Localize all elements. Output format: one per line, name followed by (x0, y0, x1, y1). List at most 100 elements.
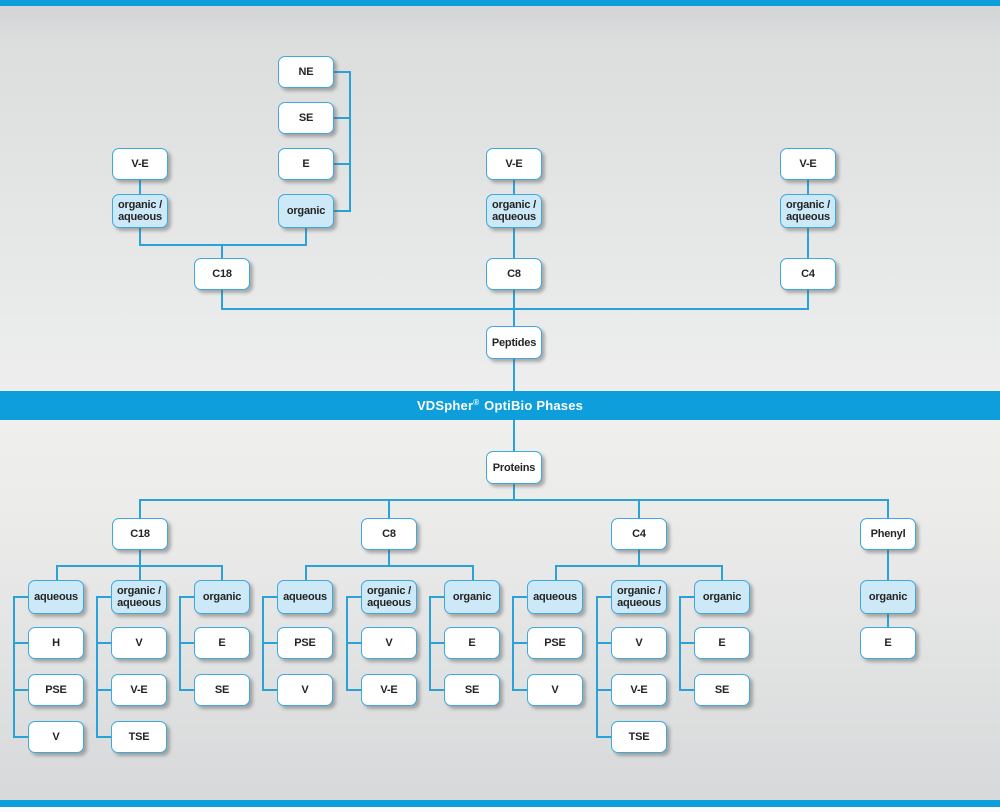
node-peptides: Peptides (486, 326, 542, 359)
node-proteins-c8-organic: organic (444, 580, 500, 614)
node-proteins-c18-orgaq: organic / aqueous (111, 580, 167, 614)
connector-line (96, 689, 112, 691)
connector-line (221, 567, 223, 580)
connector-line (807, 180, 809, 194)
connector-line (721, 567, 723, 580)
node-proteins-c8: C8 (361, 518, 417, 550)
connector-line (887, 614, 889, 627)
node-proteins-c4-org-e: E (694, 627, 750, 659)
node-proteins-c18-organic: organic (194, 580, 250, 614)
connector-line (596, 642, 612, 644)
connector-line (139, 550, 141, 565)
connector-line (388, 501, 390, 518)
connector-line (349, 71, 351, 212)
connector-line (96, 596, 112, 598)
connector-line (221, 246, 223, 258)
connector-line (638, 501, 640, 518)
node-peptides-ne: NE (278, 56, 334, 88)
connector-line (513, 420, 515, 451)
node-peptides-e: E (278, 148, 334, 180)
node-proteins-c8-oa-v: V (361, 627, 417, 659)
footer-strip (0, 807, 1000, 812)
node-peptides-c8-ve: V-E (486, 148, 542, 180)
node-proteins-c18: C18 (112, 518, 168, 550)
node-proteins-c4-org-se: SE (694, 674, 750, 706)
node-proteins-c4-orgaq: organic / aqueous (611, 580, 667, 614)
connector-line (56, 567, 58, 580)
connector-line (807, 290, 809, 308)
connector-line (139, 501, 141, 518)
connector-line (139, 499, 889, 501)
connector-line (388, 550, 390, 565)
connector-line (13, 596, 15, 738)
connector-line (555, 565, 723, 567)
connector-line (262, 642, 278, 644)
node-proteins-c4-oa-v: V (611, 627, 667, 659)
node-proteins-c8-org-e: E (444, 627, 500, 659)
node-peptides-c18: C18 (194, 258, 250, 290)
node-proteins-c18-oa-ve: V-E (111, 674, 167, 706)
banner-title: VDSpher® OptiBio Phases (416, 397, 584, 413)
connector-line (887, 501, 889, 518)
node-proteins-c18-oa-tse: TSE (111, 721, 167, 753)
bottom-border-bar (0, 800, 1000, 807)
node-proteins-c4-aq-v: V (527, 674, 583, 706)
connector-line (305, 565, 474, 567)
node-proteins-c18-aq-v: V (28, 721, 84, 753)
node-proteins-c4: C4 (611, 518, 667, 550)
connector-line (596, 736, 612, 738)
connector-line (139, 180, 141, 194)
connector-line (334, 117, 350, 119)
connector-line (305, 228, 307, 244)
node-proteins-c4-organic: organic (694, 580, 750, 614)
node-peptides-c4-orgaq: organic / aqueous (780, 194, 836, 228)
top-border-bar (0, 0, 1000, 6)
connector-line (96, 736, 112, 738)
connector-line (96, 596, 98, 738)
connector-line (429, 642, 445, 644)
connector-line (346, 596, 362, 598)
connector-line (346, 689, 362, 691)
node-proteins-phenyl-e: E (860, 627, 916, 659)
connector-line (887, 550, 889, 580)
node-peptides-c18-orgaq: organic / aqueous (112, 194, 168, 228)
connector-line (13, 642, 29, 644)
connector-line (334, 71, 350, 73)
connector-line (429, 596, 445, 598)
connector-line (513, 359, 515, 391)
connector-line (512, 596, 528, 598)
node-peptides-c4: C4 (780, 258, 836, 290)
node-peptides-c4-ve: V-E (780, 148, 836, 180)
connector-line (139, 567, 141, 580)
node-proteins-c4-oa-ve: V-E (611, 674, 667, 706)
connector-line (638, 550, 640, 565)
connector-line (596, 596, 612, 598)
connector-line (179, 642, 195, 644)
connector-line (472, 567, 474, 580)
node-proteins-c18-org-e: E (194, 627, 250, 659)
node-proteins-c18-org-se: SE (194, 674, 250, 706)
banner: VDSpher® OptiBio Phases (0, 391, 1000, 420)
connector-line (555, 567, 557, 580)
node-proteins-c4-oa-tse: TSE (611, 721, 667, 753)
connector-line (512, 689, 528, 691)
node-peptides-organic: organic (278, 194, 334, 228)
node-proteins-c18-aq-h: H (28, 627, 84, 659)
connector-line (513, 180, 515, 194)
connector-line (679, 642, 695, 644)
node-proteins-c18-aq-pse: PSE (28, 674, 84, 706)
connector-line (334, 163, 350, 165)
connector-line (221, 290, 223, 308)
connector-line (596, 689, 612, 691)
node-proteins-c4-aq-pse: PSE (527, 627, 583, 659)
connector-line (334, 210, 350, 212)
node-proteins-c18-oa-v: V (111, 627, 167, 659)
connector-line (346, 642, 362, 644)
connector-line (139, 228, 141, 246)
node-peptides-c18-ve: V-E (112, 148, 168, 180)
node-proteins-c4-aqueous: aqueous (527, 580, 583, 614)
registered-trademark-symbol: ® (473, 397, 480, 407)
connector-line (262, 596, 278, 598)
node-proteins-c8-orgaq: organic / aqueous (361, 580, 417, 614)
connector-line (179, 689, 195, 691)
